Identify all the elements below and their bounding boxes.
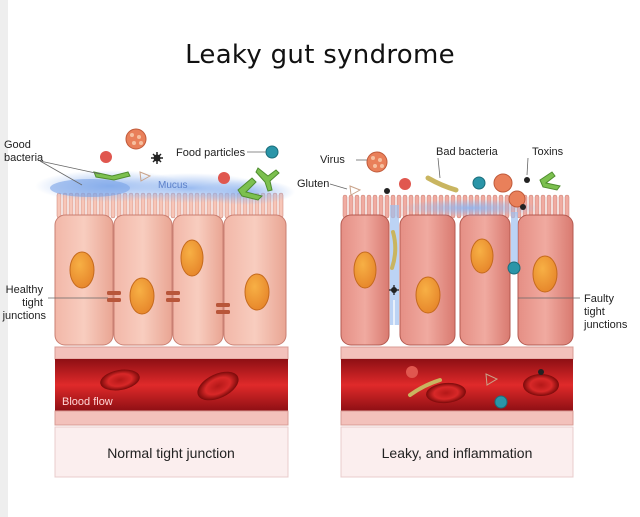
left-food-particle-sphere xyxy=(125,128,147,150)
food-particle xyxy=(399,178,411,190)
food-particle xyxy=(507,261,521,275)
healthy-tight-junctions xyxy=(107,291,230,314)
left-blood-vessel xyxy=(54,346,289,426)
left-caption-box xyxy=(54,426,289,478)
food-particle xyxy=(265,145,279,159)
food-particles-label: Food particles xyxy=(176,147,246,159)
right-caption: Leaky, and inflammation xyxy=(382,445,533,461)
toxins-label: Toxins xyxy=(532,146,564,158)
virus-particle xyxy=(151,152,163,164)
toxin-icon xyxy=(389,285,399,295)
gluten-particle xyxy=(139,171,152,182)
good-bacteria-label: Good bacteria xyxy=(4,139,44,164)
left-caption: Normal tight junction xyxy=(107,445,235,461)
right-caption-box xyxy=(340,426,574,478)
cell-nucleus xyxy=(69,251,95,289)
food-particle xyxy=(100,151,112,163)
cell-nucleus xyxy=(532,255,558,293)
good-bacteria-icon xyxy=(539,171,561,191)
right-pointers xyxy=(329,157,580,299)
right-blood-vessel xyxy=(340,346,574,426)
left-pointers xyxy=(39,151,266,299)
epithelial-cell xyxy=(459,214,511,346)
mucus-label: Mucus xyxy=(158,180,187,191)
gluten-icon xyxy=(349,185,362,196)
right-epithelial-cells xyxy=(340,214,574,346)
microvillus xyxy=(342,194,348,219)
cell-nucleus xyxy=(470,238,494,274)
cell-nucleus xyxy=(353,251,377,289)
food-particle-sphere xyxy=(493,173,526,208)
food-particle xyxy=(472,176,486,190)
left-nuclei xyxy=(69,239,270,315)
virus-label: Virus xyxy=(320,154,345,166)
microvillus xyxy=(384,194,390,219)
page-title: Leaky gut syndrome xyxy=(185,40,455,70)
healthy-junctions-label: Healthy tight junctions xyxy=(2,284,47,322)
cell-nucleus xyxy=(180,239,204,277)
bad-bacteria-icon xyxy=(425,175,459,193)
left-panel: Mucus G xyxy=(2,128,295,478)
toxins-icon xyxy=(384,177,530,210)
bad-bacteria-label: Bad bacteria xyxy=(436,146,499,158)
bad-bacteria-icon xyxy=(390,230,398,270)
gluten-label: Gluten xyxy=(297,178,329,190)
microvillus xyxy=(564,194,570,219)
cell-nucleus xyxy=(415,276,441,314)
epithelial-cell xyxy=(172,214,224,346)
cell-nucleus xyxy=(244,273,270,311)
right-panel: Virus Gluten Bad bacteria Toxins Faulty … xyxy=(297,146,628,478)
page-edge xyxy=(0,0,8,517)
cell-nucleus xyxy=(129,277,155,315)
blood-flow-label: Blood flow xyxy=(62,396,113,408)
good-bacteria-icon xyxy=(93,167,280,201)
food-particle xyxy=(218,172,230,184)
virus-icon xyxy=(366,151,388,173)
faulty-junctions-label: Faulty tight junctions xyxy=(583,293,628,331)
right-nuclei xyxy=(353,238,558,314)
